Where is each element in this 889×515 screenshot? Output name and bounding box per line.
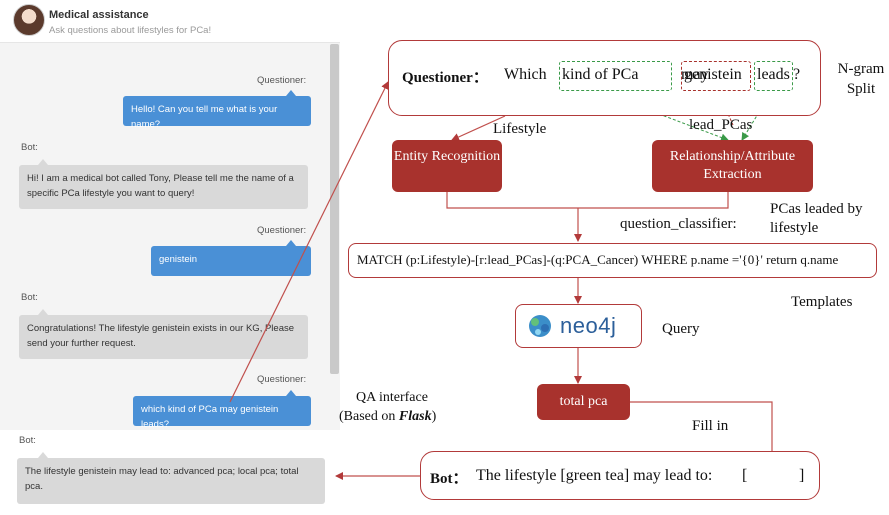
ngram-box-green <box>754 61 793 91</box>
bot-prefix: Bot： <box>430 471 468 487</box>
message-role: Questioner: <box>257 75 307 86</box>
qa-interface-sublabel: (Based on Flask) <box>339 409 437 424</box>
relation-extraction-box: Relationship/Attribute Extraction <box>652 140 813 192</box>
question-word: may <box>681 66 709 83</box>
lead-pcas-label: lead_PCas <box>689 117 753 133</box>
bubble-tail <box>38 159 48 165</box>
question-box <box>388 40 821 116</box>
chat-scrollbar[interactable] <box>330 44 339 374</box>
chat-subtitle: Ask questions about lifestyles for PCa! <box>49 25 212 36</box>
message-role: Bot: <box>21 142 38 153</box>
bot-message: The lifestyle genistein may lead to: adv… <box>17 458 325 504</box>
bracket-close: ] <box>799 467 805 484</box>
bubble-tail <box>38 309 48 315</box>
bot-answer: The lifestyle [green tea] may lead to: <box>476 467 713 484</box>
questioner-message: genistein <box>151 246 311 276</box>
question-word: Which <box>504 66 547 83</box>
question-word: genistein <box>684 66 742 83</box>
templates-label: Templates <box>791 294 853 310</box>
chat-header: Medical assistance Ask questions about l… <box>0 0 340 43</box>
question-word: ? <box>793 66 801 83</box>
chat-title: Medical assistance <box>49 9 149 21</box>
question-word: leads <box>757 66 790 83</box>
pcas-label: PCas leaded by lifestyle <box>770 201 863 236</box>
message-role: Questioner: <box>257 225 307 236</box>
questioner-message: Hello! Can you tell me what is your name… <box>123 96 311 130</box>
bot-message: Hi! I am a medical bot called Tony, Plea… <box>19 165 308 209</box>
message-role: Bot: <box>21 292 38 303</box>
questioner-message: which kind of PCa may genistein leads? <box>133 396 311 430</box>
fill-in-label: Fill in <box>692 418 729 434</box>
ngram-box-green <box>559 61 672 91</box>
total-pca-box: total pca <box>537 384 630 420</box>
cypher-query: MATCH (p:Lifestyle)-[r:lead_PCas]-(q:PCA… <box>357 252 839 267</box>
bubble-tail <box>38 452 48 458</box>
bracket-open: [ <box>742 467 748 484</box>
lifestyle-label: Lifestyle <box>493 121 547 137</box>
query-label: Query <box>662 321 700 337</box>
qa-interface-label: QA interface <box>356 390 428 405</box>
message-role: Bot: <box>19 435 36 446</box>
classifier-label: question_classifier: <box>620 216 737 232</box>
avatar-icon <box>13 4 45 36</box>
ngram-label: N-gram Split <box>837 61 885 97</box>
bot-answer-box <box>420 451 820 500</box>
entity-recognition-box: Entity Recognition <box>392 140 502 192</box>
neo4j-logo-text: neo4j <box>560 313 617 338</box>
cypher-box <box>348 243 877 278</box>
question-word: kind of PCa <box>562 66 639 83</box>
message-role: Questioner: <box>257 374 307 385</box>
question-prefix: Questioner： <box>402 70 488 86</box>
ngram-box-red <box>681 61 751 91</box>
neo4j-logo-icon <box>529 315 551 337</box>
bot-message: Congratulations! The lifestyle genistein… <box>19 315 308 359</box>
chat-panel: Medical assistance Ask questions about l… <box>0 0 340 515</box>
merge-line <box>446 192 729 209</box>
